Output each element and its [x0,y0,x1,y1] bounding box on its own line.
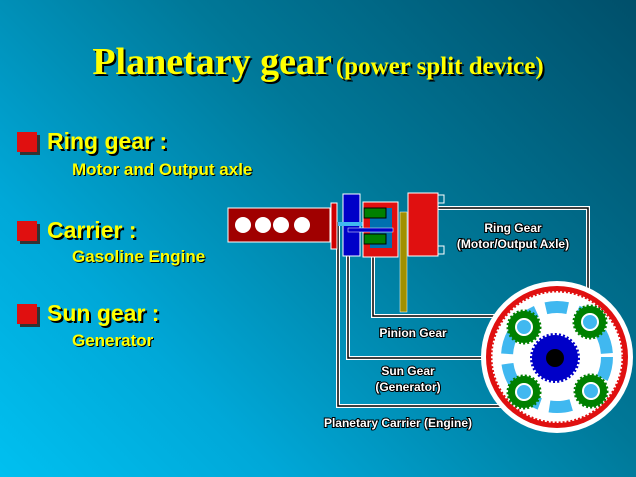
pinion-gears [506,304,609,410]
carrier [501,301,613,413]
label-pinion-gear: Pinion Gear [379,326,447,340]
title-main: Planetary gear [92,41,332,83]
label-sun-gear-sub: (Generator) [375,380,440,394]
label-ring-gear: Ring Gear [484,221,542,235]
output-shaft [399,211,408,313]
pinion-bottom [363,233,387,245]
connector-lines [336,206,590,408]
planetary-gear-front-view [481,281,633,433]
motor [407,192,439,257]
bullet-square-icon [17,220,37,241]
bullet-heading: Carrier : [47,217,137,243]
pinion-top [363,207,387,219]
bullet-detail: Generator [72,331,154,350]
bullet-sun-gear: Sun gear : [17,300,159,327]
bullet-ring-gear: Ring gear : [17,128,167,155]
engine-block [227,202,338,250]
bullet-detail: Motor and Output axle [72,160,253,179]
bullet-heading: Ring gear : [47,128,168,154]
label-ring-gear-sub: (Motor/Output Axle) [457,237,569,251]
bullet-carrier: Carrier : [17,217,136,244]
title-sub: (power split device) [335,53,544,80]
label-sun-gear: Sun Gear [381,364,435,378]
carrier-assembly [338,192,445,313]
bullet-detail: Gasoline Engine [72,247,206,266]
slide-title: Planetary gear (power split device) [0,40,636,84]
bullet-square-icon [17,303,37,324]
bullet-heading: Sun gear : [47,300,160,326]
label-carrier: Planetary Carrier (Engine) [324,416,472,430]
bullet-square-icon [17,131,37,152]
